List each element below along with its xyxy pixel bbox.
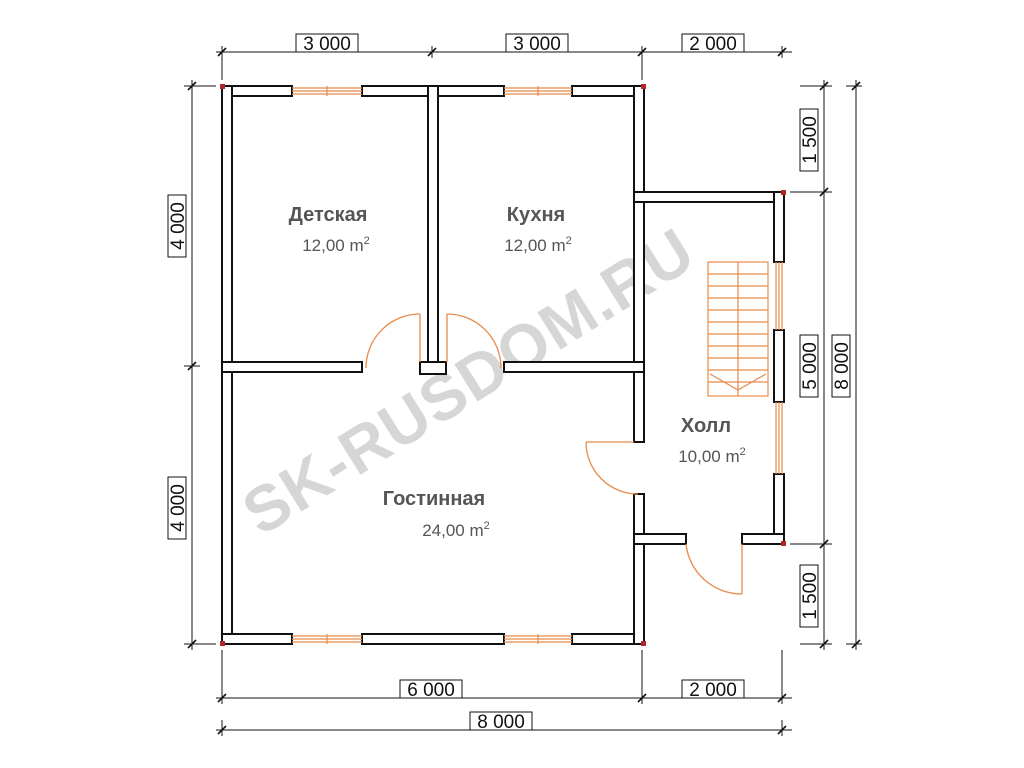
wall-bottom-center [361, 633, 505, 645]
corner-markers [220, 84, 786, 646]
dim-top-3: 2 000 [689, 34, 737, 55]
room-detskaya: Детская 12,00 m2 [289, 204, 370, 255]
wall-hall-top [633, 191, 785, 203]
room-name: Детская [289, 204, 368, 226]
window-gostinnaya-left [292, 634, 362, 644]
window-detskaya [292, 86, 362, 96]
dim-top-2: 3 000 [513, 34, 561, 55]
window-hall-lower [775, 402, 783, 474]
room-area: 24,00 m2 [422, 520, 490, 540]
wall-bottom-left [221, 633, 293, 645]
room-holl: Холл 10,00 m2 [678, 415, 746, 466]
room-kukhnya: Кухня 12,00 m2 [504, 204, 572, 255]
dim-top-1: 3 000 [303, 34, 351, 55]
wall-hall-bottom-right [741, 533, 785, 545]
dim-right-1: 1 500 [800, 116, 821, 164]
windows [292, 86, 783, 644]
doors [365, 313, 743, 595]
door-kukhnya [446, 313, 502, 369]
room-area: 12,00 m2 [302, 235, 370, 255]
room-area: 12,00 m2 [504, 235, 572, 255]
window-hall-upper [775, 262, 783, 330]
door-hall-interior [585, 441, 639, 495]
wall-hall-right-middle [773, 329, 785, 403]
dimension-labels: 3 000 3 000 2 000 6 000 2 000 8 000 4 00… [167, 33, 853, 733]
wall-interior-horizontal-right [503, 361, 645, 373]
dimension-ticks [187, 47, 861, 735]
window-kukhnya [504, 86, 572, 96]
door-detskaya [365, 313, 421, 369]
dim-bottom-total: 8 000 [477, 712, 525, 733]
dim-left-1: 4 000 [168, 202, 189, 250]
dim-bottom-2: 2 000 [689, 680, 737, 701]
room-name: Холл [681, 415, 731, 437]
wall-interior-stub [419, 361, 447, 375]
room-gostinnaya: Гостинная 24,00 m2 [383, 488, 490, 540]
room-name: Кухня [507, 204, 565, 226]
dim-right-total: 8 000 [832, 342, 853, 390]
walls [221, 85, 785, 645]
room-area: 10,00 m2 [678, 446, 746, 466]
dim-bottom-1: 6 000 [407, 680, 455, 701]
wall-hall-bottom-left [633, 533, 687, 545]
wall-main-right-upper [633, 85, 645, 443]
room-name: Гостинная [383, 488, 485, 510]
dimension-lines [184, 46, 862, 736]
dim-left-2: 4 000 [168, 484, 189, 532]
stair [707, 261, 769, 397]
wall-interior-vertical [427, 85, 439, 373]
wall-main-right-lower [633, 493, 645, 645]
dim-right-2: 5 000 [800, 342, 821, 390]
wall-hall-right-upper [773, 191, 785, 263]
window-gostinnaya-right [504, 634, 572, 644]
door-entrance [685, 543, 743, 595]
wall-interior-horizontal-left [221, 361, 363, 373]
dim-right-3: 1 500 [800, 572, 821, 620]
